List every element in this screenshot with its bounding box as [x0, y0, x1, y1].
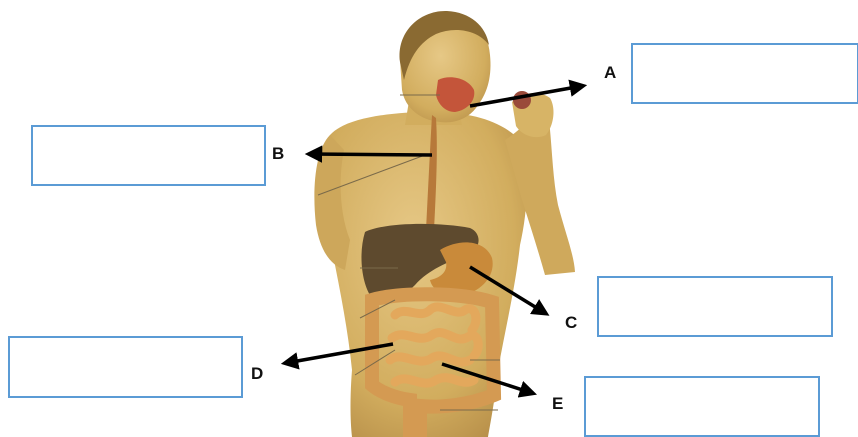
label-letter-c: C	[565, 313, 577, 333]
label-letter-a: A	[604, 63, 616, 83]
food-item	[513, 91, 531, 109]
human-figure-illustration	[314, 11, 575, 437]
label-letter-d: D	[251, 364, 263, 384]
label-letter-b: B	[272, 144, 284, 164]
arrow-b	[310, 154, 432, 155]
answer-box-d[interactable]	[8, 336, 243, 398]
answer-box-c[interactable]	[597, 276, 833, 337]
answer-box-a[interactable]	[631, 43, 858, 104]
answer-box-b[interactable]	[31, 125, 266, 186]
label-letter-e: E	[552, 394, 563, 414]
answer-box-e[interactable]	[584, 376, 820, 437]
